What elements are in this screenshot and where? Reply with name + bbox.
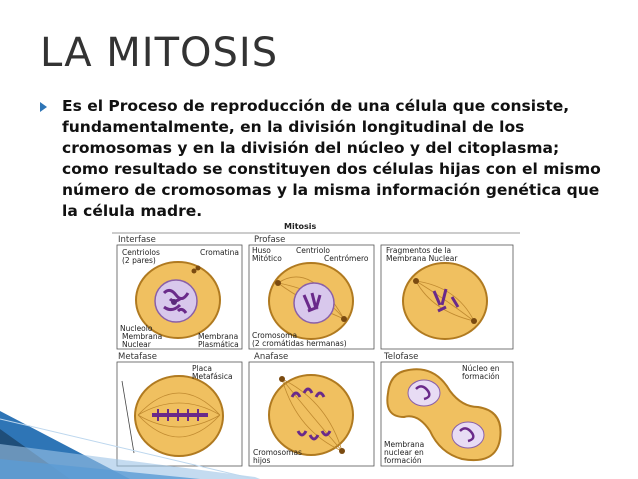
label-fragmentos: Fragmentos de la [386,246,451,255]
phase-label-metafase: Metafase [118,352,157,362]
label-metafasica: Metafásica [192,372,233,381]
label-membrana-plasmatica: Membrana [198,332,238,341]
panel-metafase: Placa Metafásica [116,361,243,467]
label-placa: Placa [192,364,212,373]
label-membrana-plasmatica-2: Plasmática [198,340,239,349]
label-membrana-formacion: Membrana [384,440,424,449]
label-cromatina: Cromatina [200,248,239,257]
label-cromosoma: Cromosoma [252,331,297,340]
label-membrana-nuclear-2: Nuclear [122,340,152,349]
label-huso-mitotico: Mitótico [252,254,282,263]
label-huso: Huso [252,246,271,255]
panel-profase: Huso Mitótico Centriolo Centrómero Cromo… [248,244,375,350]
label-centriolos-pares: (2 pares) [122,256,156,265]
bullet-item: Es el Proceso de reproducción de una cél… [40,96,610,222]
label-membrana-formacion-3: formación [384,456,422,465]
bullet-text: Es el Proceso de reproducción de una cél… [62,97,601,220]
figure-heading: Mitosis [284,222,317,231]
label-membrana-formacion-2: nuclear en [384,448,424,457]
label-nucleolo: Nucleolo [120,324,153,333]
phase-label-interfase: Interfase [118,235,156,245]
phase-label-telofase: Telofase [383,352,418,362]
label-centriolo: Centriolo [296,246,330,255]
bullet-arrow-icon [40,102,47,112]
label-membrana-nuclear-frag: Membrana Nuclear [386,254,458,263]
label-centromero: Centrómero [324,254,369,263]
label-hijos: hijos [253,456,271,465]
panel-telofase: Núcleo en formación Membrana nuclear en … [380,361,514,467]
mitosis-figure: Mitosis Interfase Profase Centriolos (2 … [112,222,520,467]
label-cromosomas-hijos: Cromosomas [253,448,302,457]
phase-label-profase: Profase [254,235,285,245]
phase-label-anafase: Anafase [254,352,288,362]
panel-interfase: Centriolos (2 pares) Cromatina Nucleolo … [116,244,243,350]
label-nucleo-formacion: Núcleo en [462,364,500,373]
label-centriolos: Centriolos [122,248,160,257]
corner-decoration [0,411,260,479]
panel-fragmentos: Fragmentos de la Membrana Nuclear [380,244,514,350]
label-cromatidas: (2 cromátidas hermanas) [252,339,347,348]
panel-anafase: Cromosomas hijos [248,361,375,467]
label-membrana-nuclear: Membrana [122,332,162,341]
label-nucleo-formacion-2: formación [462,372,500,381]
slide-title: LA MITOSIS [40,30,279,76]
